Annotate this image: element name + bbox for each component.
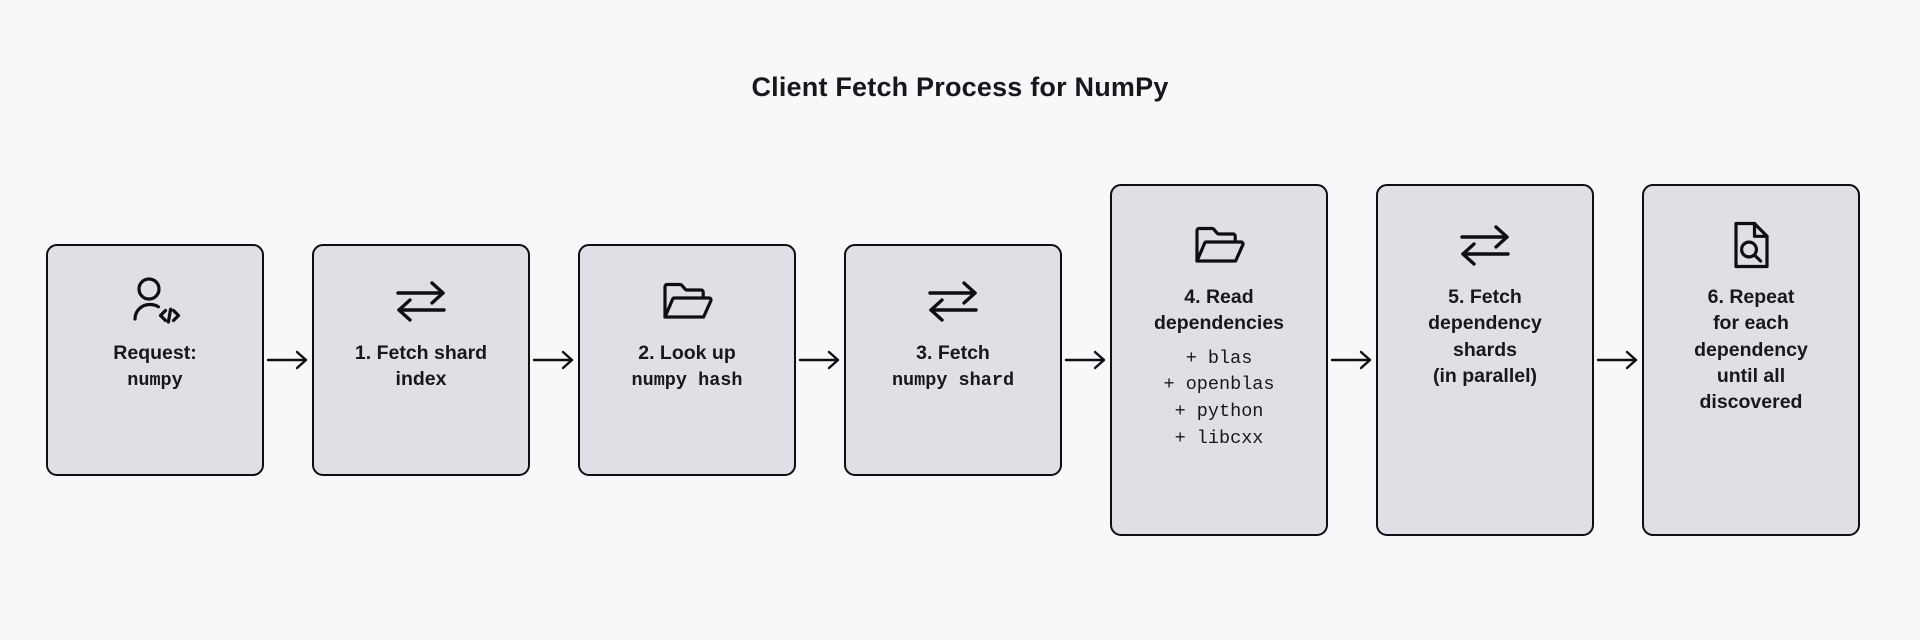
dependency-item: + openblas [1163,374,1275,396]
flow-node-line: index [395,368,447,391]
exchange-arrows-icon [1457,216,1513,274]
flow-node-repeat-until-discovered[interactable]: 6. Repeat for each dependency until all disc… [1642,184,1860,536]
flow-node-label: 2. Look up numpy hash [623,340,750,394]
flow-node-line: 3. Fetch [916,342,990,364]
dependency-item: + blas [1185,347,1253,369]
flow-node-line: 2. Look up [638,342,736,364]
flow-node-line: numpy hash [631,370,743,392]
flow-node-line: dependency [1694,338,1808,361]
flow-node-line: Request: [113,342,197,364]
folder-open-icon [659,272,715,330]
flow-node-line: until all [1716,364,1786,387]
flow-connector-4 [1062,349,1110,371]
flow-node-line: dependencies [1153,312,1285,335]
dependency-list: + blas + openblas + python + libcxx [1163,346,1274,453]
flow-node-fetch-dependency-shards[interactable]: 5. Fetch dependency shards (in parallel) [1376,184,1594,536]
flow-node-look-up-hash[interactable]: 2. Look up numpy hash [578,244,796,476]
flow-node-label: 3. Fetch numpy shard [884,340,1022,394]
flow-node-line: 6. Repeat [1707,286,1795,308]
flow-connector-5 [1328,349,1376,371]
exchange-arrows-icon [925,272,981,330]
flow-node-line: discovered [1699,391,1803,414]
arrow-right-icon [532,349,576,371]
arrow-right-icon [1064,349,1108,371]
exchange-arrows-icon [393,272,449,330]
flow-diagram: Request: numpy 1. Fetch shard index 2. Look … [0,150,1920,570]
dependency-item: + python [1174,401,1264,423]
flow-node-label: Request: numpy [105,340,204,394]
flow-node-fetch-shard-index[interactable]: 1. Fetch shard index [312,244,530,476]
arrow-right-icon [1330,349,1374,371]
flow-node-label: 5. Fetch dependency shards (in parallel) [1420,284,1550,389]
flow-node-label: 4. Read dependencies [1146,284,1292,337]
flow-node-label: 1. Fetch shard index [347,340,495,393]
flow-node-read-dependencies[interactable]: 4. Read dependencies + blas + openblas + pyt… [1110,184,1328,536]
arrow-right-icon [1596,349,1640,371]
flow-node-fetch-shard[interactable]: 3. Fetch numpy shard [844,244,1062,476]
flow-node-line: numpy [127,370,183,392]
flow-node-line: (in parallel) [1432,364,1537,387]
flow-connector-6 [1594,349,1642,371]
page-title: Client Fetch Process for NumPy [751,72,1169,102]
flow-connector-3 [796,349,844,371]
document-search-icon [1728,216,1774,274]
folder-open-icon [1191,216,1247,274]
flow-node-line: shards [1453,338,1517,361]
flow-node-line: 5. Fetch [1448,286,1522,308]
flow-node-line: 1. Fetch shard [354,342,488,364]
flow-node-line: for each [1713,312,1789,335]
flow-connector-1 [264,349,312,371]
flow-node-line: dependency [1428,312,1542,335]
user-code-icon [128,272,182,330]
flow-node-label: 6. Repeat for each dependency until all disc… [1686,284,1816,416]
flow-node-line: numpy shard [891,370,1015,392]
arrow-right-icon [798,349,842,371]
dependency-item: + libcxx [1174,428,1264,450]
flow-node-request[interactable]: Request: numpy [46,244,264,476]
flow-connector-2 [530,349,578,371]
arrow-right-icon [266,349,310,371]
flow-node-line: 4. Read [1184,286,1254,308]
